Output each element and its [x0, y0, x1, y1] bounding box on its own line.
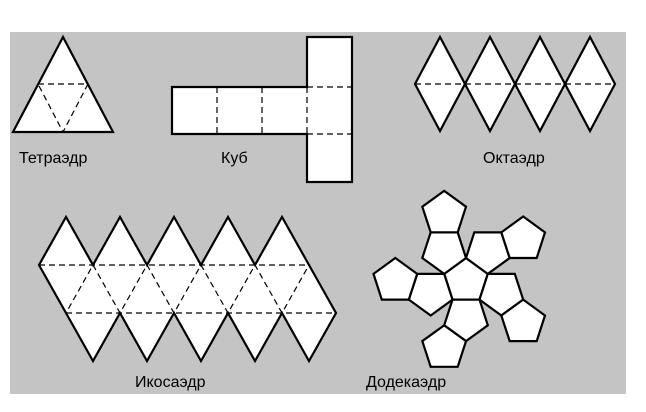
dodecahedron-fold-line: [443, 257, 467, 275]
dodecahedron-fold-line: [478, 273, 489, 300]
dodecahedron-label: Додекаэдр: [366, 374, 446, 391]
icosahedron-net: [37, 214, 338, 364]
dodecahedron-fold-line: [443, 273, 454, 300]
dodecahedron-fold-line: [443, 324, 467, 342]
cube-net: [170, 35, 354, 184]
dodecahedron-fold-line: [408, 273, 418, 300]
octahedron-label: Октаэдр: [483, 150, 545, 167]
dodecahedron-fold-line: [500, 299, 524, 316]
dodecahedron-fold-line: [465, 257, 489, 275]
tetrahedron-fold-lines: [37, 83, 89, 134]
cube-label: Куб: [221, 150, 248, 167]
dodecahedron-fold-line: [500, 232, 511, 259]
dodecahedron-fold-lines: [408, 231, 524, 342]
tetrahedron-label: Тетраэдр: [19, 150, 88, 167]
icosahedron-fold-zigzag: [38, 263, 310, 315]
octahedron-net: [413, 34, 617, 134]
icosahedron-label: Икосаэдр: [135, 374, 206, 391]
tetrahedron-net: [11, 34, 115, 134]
